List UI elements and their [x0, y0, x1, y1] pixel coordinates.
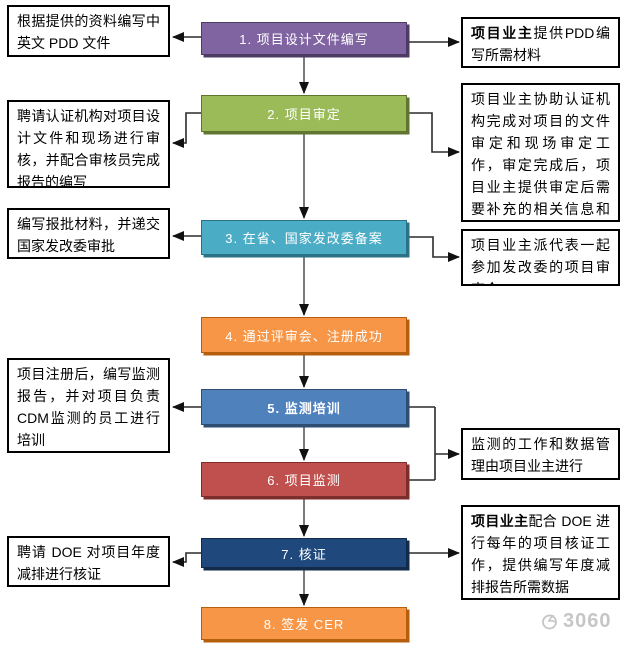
right-note-2-text: 项目业主协助认证机构完成对项目的文件审定和现场审定工作，审定完成后，项目业主提供… [471, 91, 610, 217]
flow-step-1: 1. 项目设计文件编写 [201, 22, 407, 55]
left-note-5-text: 聘请 DOE 对项目年度减排进行核证 [17, 544, 160, 582]
flow-step-7: 7. 核证 [201, 538, 407, 568]
flow-step-2: 2. 项目审定 [201, 95, 407, 132]
left-note-5: 聘请 DOE 对项目年度减排进行核证 [7, 536, 170, 587]
right-note-3: 项目业主派代表一起参加发改委的项目审查会 [461, 229, 620, 286]
flow-step-8: 8. 签发 CER [201, 607, 407, 640]
watermark: 3060 [540, 610, 612, 633]
right-note-1: 项目业主提供PDD编写所需材料 [461, 17, 620, 68]
right-note-2: 项目业主协助认证机构完成对项目的文件审定和现场审定工作，审定完成后，项目业主提供… [461, 83, 620, 222]
right-note-5-text: 配合 DOE 进行每年的项目核证工作，提供编写年度减排报告所需数据 [471, 513, 610, 595]
flow-step-3: 3. 在省、国家发改委备案 [201, 220, 407, 255]
left-note-3: 编写报批材料，并递交国家发改委审批 [7, 208, 170, 259]
right-note-4: 监测的工作和数据管理由项目业主进行 [461, 428, 620, 480]
flow-step-5: 5. 监测培训 [201, 389, 407, 425]
left-note-3-text: 编写报批材料，并递交国家发改委审批 [17, 216, 160, 254]
left-note-1-text: 根据提供的资料编写中英文 PDD 文件 [17, 13, 160, 51]
left-note-1: 根据提供的资料编写中英文 PDD 文件 [7, 5, 170, 57]
right-note-1-bold: 项目业主 [471, 25, 534, 41]
flow-step-6: 6. 项目监测 [201, 462, 407, 497]
left-note-4-text: 项目注册后，编写监测报告，并对项目负责CDM监测的员工进行培训 [17, 366, 160, 448]
right-note-1-text: 提供PDD编写所需材料 [471, 25, 611, 63]
right-note-5: 项目业主配合 DOE 进行每年的项目核证工作，提供编写年度减排报告所需数据 [461, 505, 620, 600]
left-note-4: 项目注册后，编写监测报告，并对项目负责CDM监测的员工进行培训 [7, 358, 170, 453]
left-note-2-text: 聘请认证机构对项目设计文件和现场进行审核，并配合审核员完成报告的编写 [17, 108, 160, 188]
flow-step-4: 4. 通过评审会、注册成功 [201, 317, 407, 353]
left-note-2: 聘请认证机构对项目设计文件和现场进行审核，并配合审核员完成报告的编写 [7, 100, 170, 188]
right-note-4-text: 监测的工作和数据管理由项目业主进行 [471, 436, 610, 474]
right-note-5-bold: 项目业主 [471, 513, 529, 529]
watermark-label: 3060 [563, 610, 612, 632]
right-note-3-text: 项目业主派代表一起参加发改委的项目审查会 [471, 237, 610, 284]
watermark-logo-icon [542, 614, 557, 630]
